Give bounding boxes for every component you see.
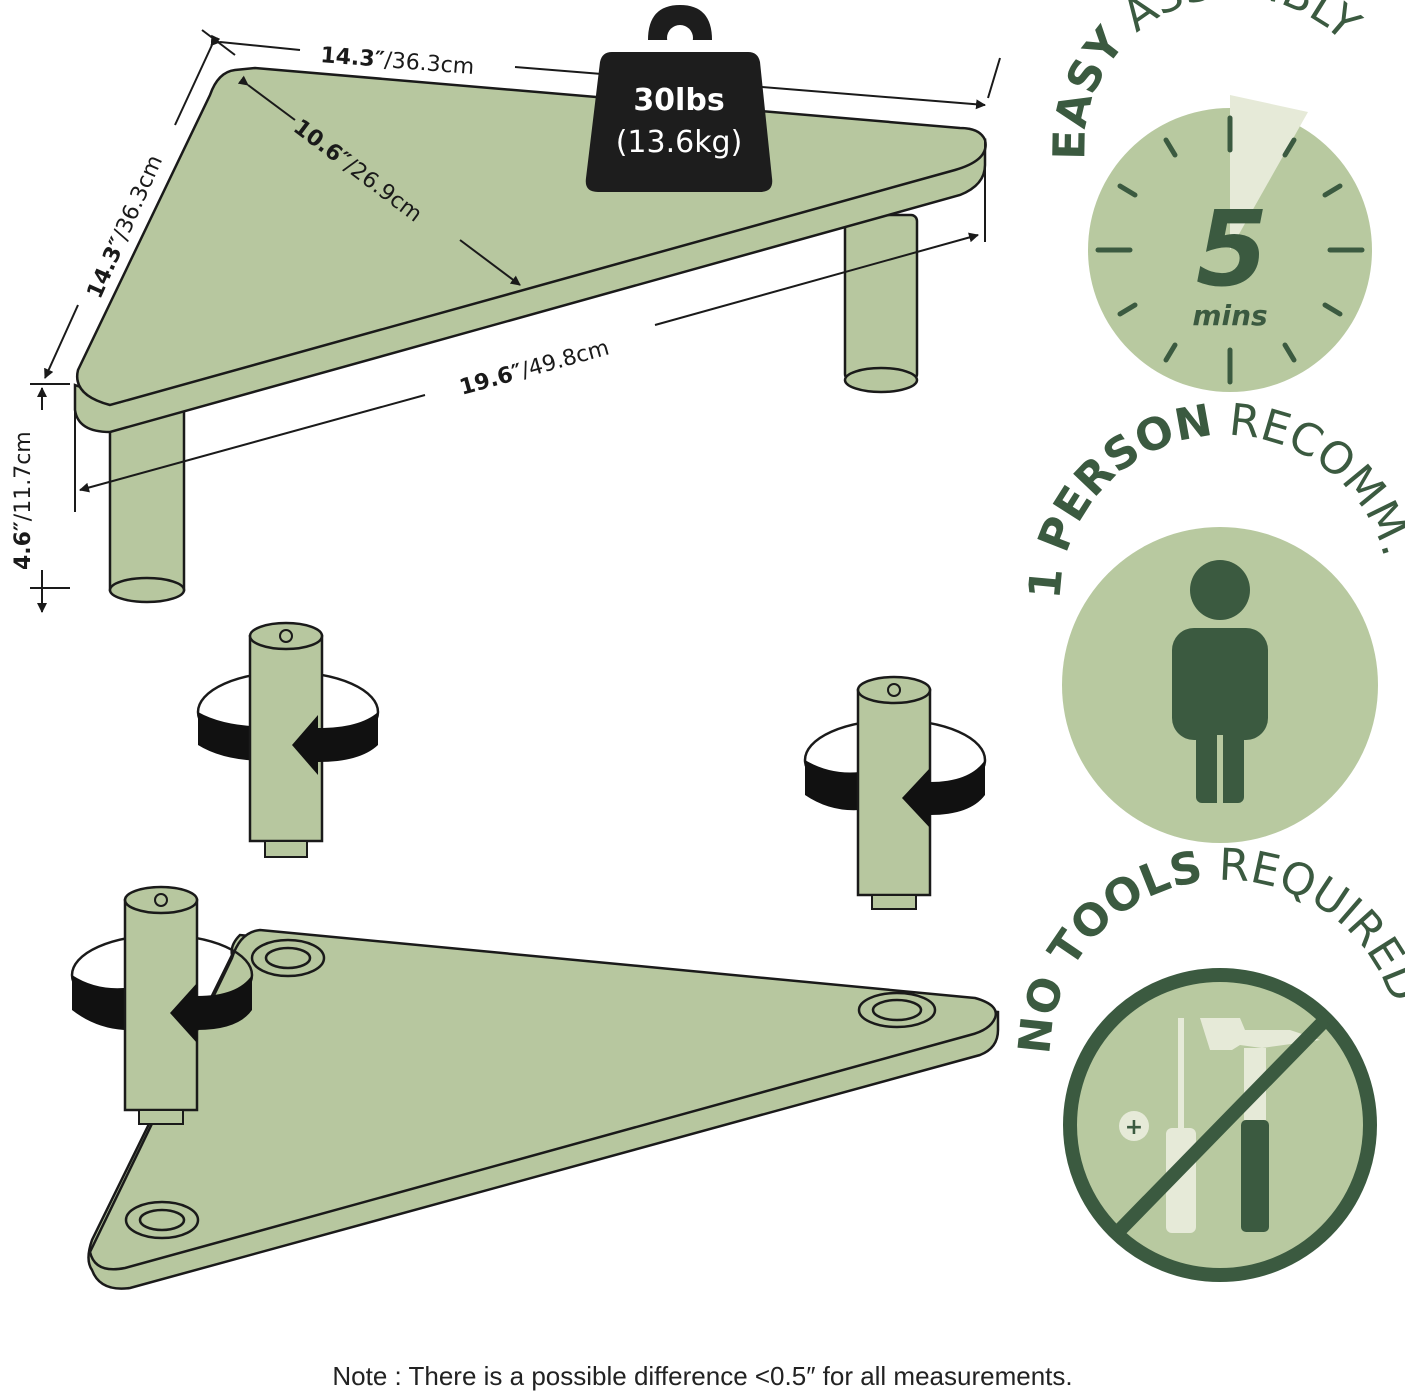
front-leg <box>108 403 186 592</box>
svg-text:+: + <box>1125 1115 1143 1140</box>
easy-assembly-badge: EASY ASSEMBLY 5 mins <box>1044 0 1372 392</box>
dim-label-front: 19.6″/49.8cm <box>457 336 612 401</box>
weight-icon: 30lbs (13.6kg) <box>585 5 773 192</box>
measurement-note: Note : There is a possible difference <0… <box>332 1361 1073 1391</box>
leg-rotate-1 <box>196 621 380 858</box>
back-leg <box>843 213 919 382</box>
rubber-pad <box>124 1200 200 1240</box>
weight-kg: (13.6kg) <box>616 125 743 160</box>
rotate-arrow-icon <box>292 712 378 775</box>
rubber-pad <box>250 938 326 978</box>
leg-rotate-2 <box>803 675 987 910</box>
svg-text:19.6″/49.8cm: 19.6″/49.8cm <box>457 336 612 401</box>
person-icon <box>1172 560 1268 805</box>
screwdriver-icon: + <box>1119 1018 1196 1233</box>
assembled-stand <box>73 66 987 604</box>
dim-label-height: 4.6″/11.7cm <box>11 431 36 570</box>
clock-icon: 5 mins <box>1088 95 1372 392</box>
back-leg-foot <box>843 366 919 394</box>
one-person-badge: 1 PERSON RECOMM. <box>1019 395 1405 843</box>
front-leg-foot <box>108 576 186 604</box>
leg-rotate-3 <box>70 885 254 1125</box>
rotate-arrow-icon <box>170 975 252 1043</box>
shelf-underside <box>87 928 1000 1290</box>
no-tools-badge: NO TOOLS REQUIRED + <box>1009 840 1405 1282</box>
rubber-pad <box>857 991 937 1029</box>
assembly-unit: mins <box>1192 299 1267 332</box>
rotate-arrow-icon <box>902 760 985 828</box>
svg-text:4.6″/11.7cm: 4.6″/11.7cm <box>11 431 36 570</box>
assembly-minutes: 5 <box>1196 188 1268 310</box>
dimension-lines <box>30 29 1001 613</box>
weight-lbs: 30lbs <box>633 83 724 118</box>
